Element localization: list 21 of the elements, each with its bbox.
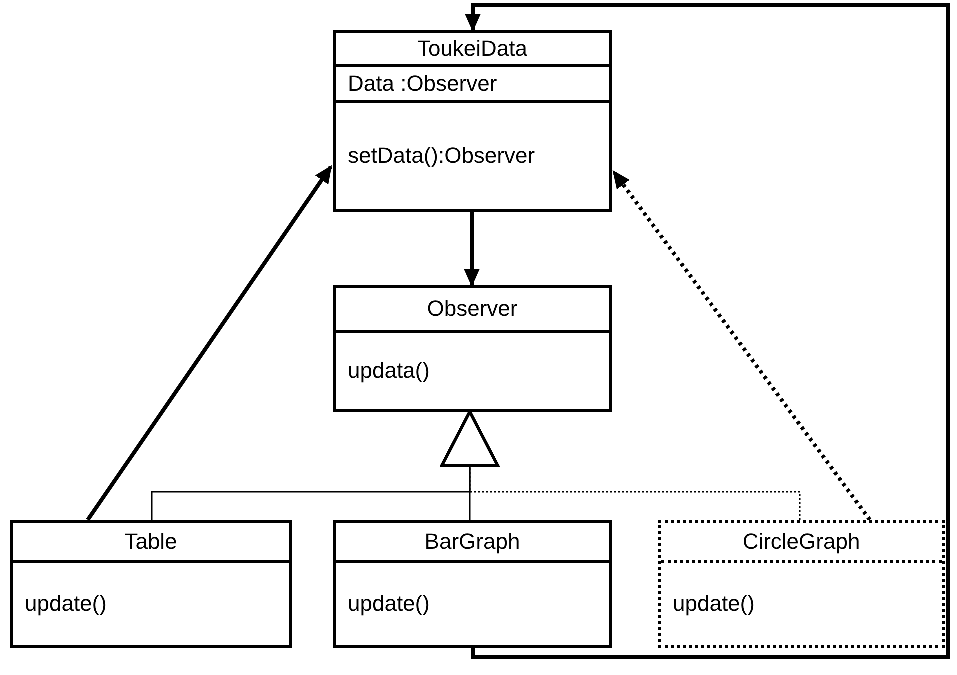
class-box <box>333 285 612 412</box>
class-member: update() <box>348 590 430 618</box>
class-box <box>333 520 612 648</box>
class-name: Table <box>124 528 178 556</box>
inheritance-arrow <box>440 410 801 520</box>
class-member: Data :Observer <box>348 70 498 98</box>
arrow <box>464 212 480 287</box>
class-box <box>10 520 292 648</box>
class-member: update() <box>25 590 107 618</box>
class-name: ToukeiData <box>417 34 528 62</box>
arrow <box>86 165 333 522</box>
arrow <box>612 170 872 522</box>
class-member: updata() <box>348 357 430 385</box>
class-member: update() <box>673 590 755 618</box>
class-box <box>333 30 612 212</box>
arrow <box>465 3 950 659</box>
class-name: CircleGraph <box>742 528 860 556</box>
class-member: setData():Observer <box>348 142 536 170</box>
class-box <box>658 520 945 648</box>
class-name: Observer <box>427 295 518 323</box>
class-name: BarGraph <box>424 528 520 556</box>
